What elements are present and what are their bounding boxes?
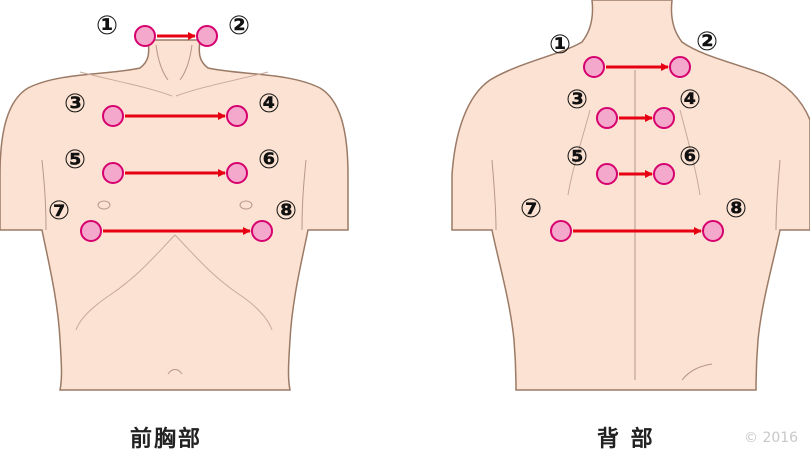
front-point-2 <box>196 25 218 47</box>
back-point-6 <box>653 163 675 185</box>
back-label-2: ② <box>696 27 718 57</box>
front-torso <box>0 39 349 391</box>
back-point-5 <box>596 163 618 185</box>
back-label-6: ⑥ <box>679 142 701 172</box>
front-point-3 <box>102 105 124 127</box>
front-point-5 <box>102 162 124 184</box>
front-label-6: ⑥ <box>258 145 280 175</box>
front-point-1 <box>134 25 156 47</box>
auscultation-diagram: ① ② ③ ④ ⑤ ⑥ ⑦ ⑧ ① ② ③ ④ ⑤ ⑥ ⑦ ⑧ <box>0 0 810 391</box>
front-points <box>80 25 273 242</box>
back-point-8 <box>702 220 724 242</box>
back-point-4 <box>653 107 675 129</box>
back-caption: 背 部 <box>597 427 655 452</box>
front-arrows <box>103 32 251 235</box>
back-number-labels: ① ② ③ ④ ⑤ ⑥ ⑦ ⑧ <box>520 27 747 224</box>
front-label-2: ② <box>228 11 250 41</box>
back-body-outline <box>451 0 810 391</box>
back-label-7: ⑦ <box>520 194 542 224</box>
front-label-5: ⑤ <box>64 145 86 175</box>
front-label-4: ④ <box>258 89 280 119</box>
back-points <box>550 56 724 242</box>
copyright-notice: © 2016 <box>744 430 799 446</box>
front-point-4 <box>226 105 248 127</box>
front-label-1: ① <box>96 11 118 41</box>
front-body-outline <box>0 39 349 391</box>
back-label-8: ⑧ <box>725 194 747 224</box>
front-label-3: ③ <box>64 89 86 119</box>
back-arrows <box>573 63 702 235</box>
front-label-8: ⑧ <box>275 196 297 226</box>
front-point-7 <box>80 220 102 242</box>
back-label-1: ① <box>549 30 571 60</box>
front-number-labels: ① ② ③ ④ ⑤ ⑥ ⑦ ⑧ <box>48 11 297 226</box>
back-label-5: ⑤ <box>566 142 588 172</box>
front-point-8 <box>251 220 273 242</box>
back-point-2 <box>669 56 691 78</box>
back-label-3: ③ <box>566 85 588 115</box>
back-torso <box>451 0 810 391</box>
back-point-1 <box>583 56 605 78</box>
back-label-4: ④ <box>679 85 701 115</box>
back-point-3 <box>596 107 618 129</box>
front-label-7: ⑦ <box>48 196 70 226</box>
front-chest-caption: 前胸部 <box>130 427 203 452</box>
front-point-6 <box>226 162 248 184</box>
back-point-7 <box>550 220 572 242</box>
